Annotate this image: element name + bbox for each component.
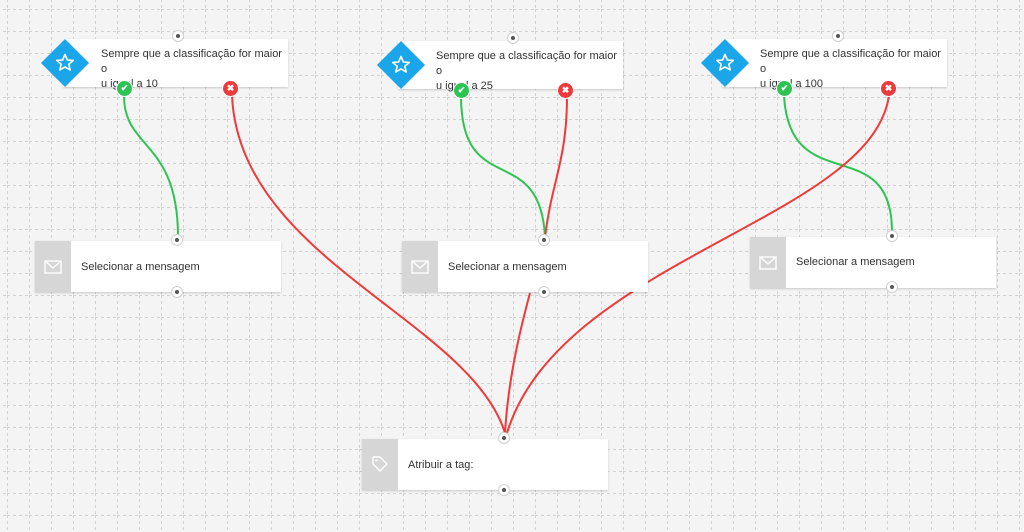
- envelope-icon: [411, 260, 429, 274]
- tag-action-label: Atribuir a tag:: [408, 459, 474, 471]
- action-1-icon-panel: [35, 241, 71, 292]
- condition-node-2[interactable]: Sempre que a classificação for maior o u…: [398, 41, 623, 92]
- link-yes-1: [123, 95, 179, 238]
- condition-3-input-port[interactable]: [832, 30, 844, 42]
- tag-action-node[interactable]: Atribuir a tag:: [362, 439, 608, 490]
- condition-3-line1: Sempre que a classificação for maior o: [760, 48, 941, 75]
- condition-node-3[interactable]: Sempre que a classificação for maior o u…: [722, 39, 947, 90]
- action-3-label: Selecionar a mensagem: [796, 256, 915, 268]
- tag-action-input-port[interactable]: [498, 432, 510, 444]
- envelope-icon: [44, 260, 62, 274]
- action-2-icon-panel: [402, 241, 438, 292]
- star-icon: [391, 55, 411, 73]
- star-icon: [55, 53, 75, 71]
- condition-1-text: Sempre que a classificação for maior o u…: [101, 47, 288, 92]
- condition-1-line1: Sempre que a classificação for maior o: [101, 48, 282, 75]
- action-2-input-port[interactable]: [538, 234, 550, 246]
- action-node-3[interactable]: Selecionar a mensagem: [750, 237, 996, 288]
- condition-3-text: Sempre que a classificação for maior o u…: [760, 47, 947, 92]
- condition-3-no-port[interactable]: ✖: [880, 80, 897, 97]
- condition-node-1[interactable]: Sempre que a classificação for maior o u…: [63, 39, 288, 90]
- link-no-3: [506, 95, 890, 434]
- condition-1-input-port[interactable]: [172, 30, 184, 42]
- envelope-icon: [759, 256, 777, 270]
- condition-1-yes-port[interactable]: ✔: [116, 80, 133, 97]
- link-no-1: [231, 95, 506, 434]
- condition-2-line1: Sempre que a classificação for maior o: [436, 50, 617, 77]
- link-no-2: [544, 95, 568, 238]
- condition-1-no-port[interactable]: ✖: [222, 80, 239, 97]
- tag-icon: [372, 456, 388, 472]
- action-3-input-port[interactable]: [886, 230, 898, 242]
- action-node-2[interactable]: Selecionar a mensagem: [402, 241, 648, 292]
- action-1-input-port[interactable]: [171, 234, 183, 246]
- tag-action-output-port[interactable]: [498, 484, 510, 496]
- star-icon: [715, 53, 735, 71]
- action-1-label: Selecionar a mensagem: [81, 261, 200, 273]
- condition-2-no-port[interactable]: ✖: [557, 82, 574, 99]
- action-3-output-port[interactable]: [886, 281, 898, 293]
- action-3-icon-panel: [750, 237, 786, 288]
- link-action2-tag: [504, 292, 531, 434]
- tag-action-icon-panel: [362, 439, 398, 490]
- condition-2-input-port[interactable]: [507, 32, 519, 44]
- condition-3-yes-port[interactable]: ✔: [776, 80, 793, 97]
- link-yes-2: [460, 95, 546, 238]
- action-2-label: Selecionar a mensagem: [448, 261, 567, 273]
- action-1-output-port[interactable]: [171, 286, 183, 298]
- condition-2-yes-port[interactable]: ✔: [453, 82, 470, 99]
- link-yes-3: [783, 95, 893, 233]
- action-node-1[interactable]: Selecionar a mensagem: [35, 241, 281, 292]
- action-2-output-port[interactable]: [538, 286, 550, 298]
